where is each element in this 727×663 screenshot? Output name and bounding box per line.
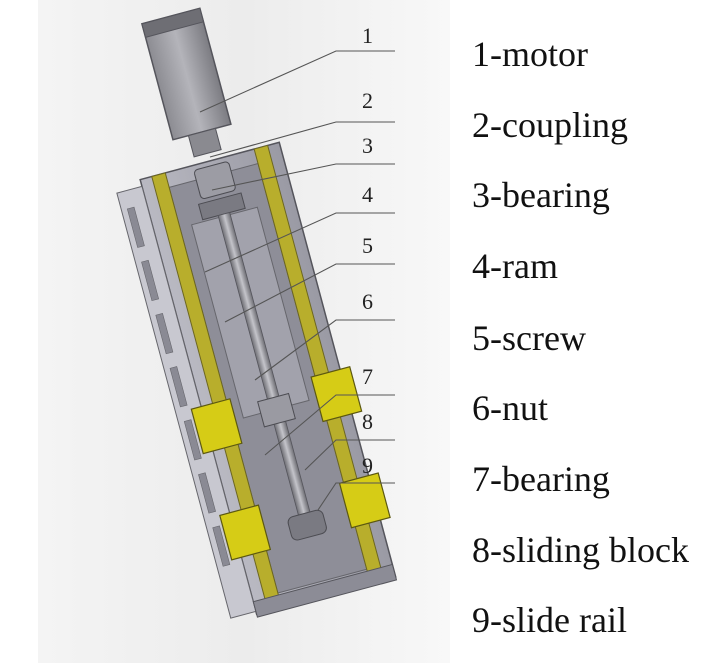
leader-line-5 [224, 263, 395, 323]
callout-6: 6 [362, 289, 373, 314]
nut [257, 392, 296, 428]
leader-line-8 [304, 439, 395, 471]
callout-1: 1 [362, 23, 373, 48]
legend-item-coupling: 2-coupling [472, 105, 628, 145]
legend-item-bearing-upper: 3-bearing [472, 175, 610, 215]
callout-2: 2 [362, 88, 373, 113]
leader-line-3 [211, 163, 395, 191]
leader-lines [199, 50, 395, 511]
motor-flange [187, 127, 222, 158]
legend-item-bearing-lower: 7-bearing [472, 459, 610, 499]
motor-cap [141, 7, 205, 38]
callout-3: 3 [362, 133, 373, 158]
lower-bearing [287, 509, 327, 541]
sliding-block-upper-right [310, 365, 363, 423]
legend-item-ram: 4-ram [472, 246, 558, 286]
sliding-block-upper-left [190, 398, 243, 455]
housing-slots [126, 206, 231, 567]
callout-9: 9 [362, 453, 373, 478]
legend-item-motor: 1-motor [472, 34, 588, 74]
callout-4: 4 [362, 182, 373, 207]
leader-line-7 [264, 394, 395, 456]
leader-line-4 [204, 212, 395, 273]
callout-5: 5 [362, 233, 373, 258]
legend-item-screw: 5-screw [472, 318, 586, 358]
leader-line-6 [254, 319, 395, 381]
callout-7: 7 [362, 364, 373, 389]
callout-8: 8 [362, 409, 373, 434]
end-plate [252, 563, 398, 618]
actuator-assembly [116, 7, 398, 619]
leader-line-1 [199, 50, 395, 113]
coupling [194, 161, 236, 200]
legend-item-nut: 6-nut [472, 388, 548, 428]
legend-item-sliding-block: 8-sliding block [472, 530, 689, 570]
sliding-block-lower-left [219, 504, 272, 561]
leader-line-9 [317, 482, 395, 511]
sliding-block-lower-right [338, 472, 391, 529]
legend-item-slide-rail: 9-slide rail [472, 600, 627, 640]
leader-line-2 [209, 121, 395, 158]
